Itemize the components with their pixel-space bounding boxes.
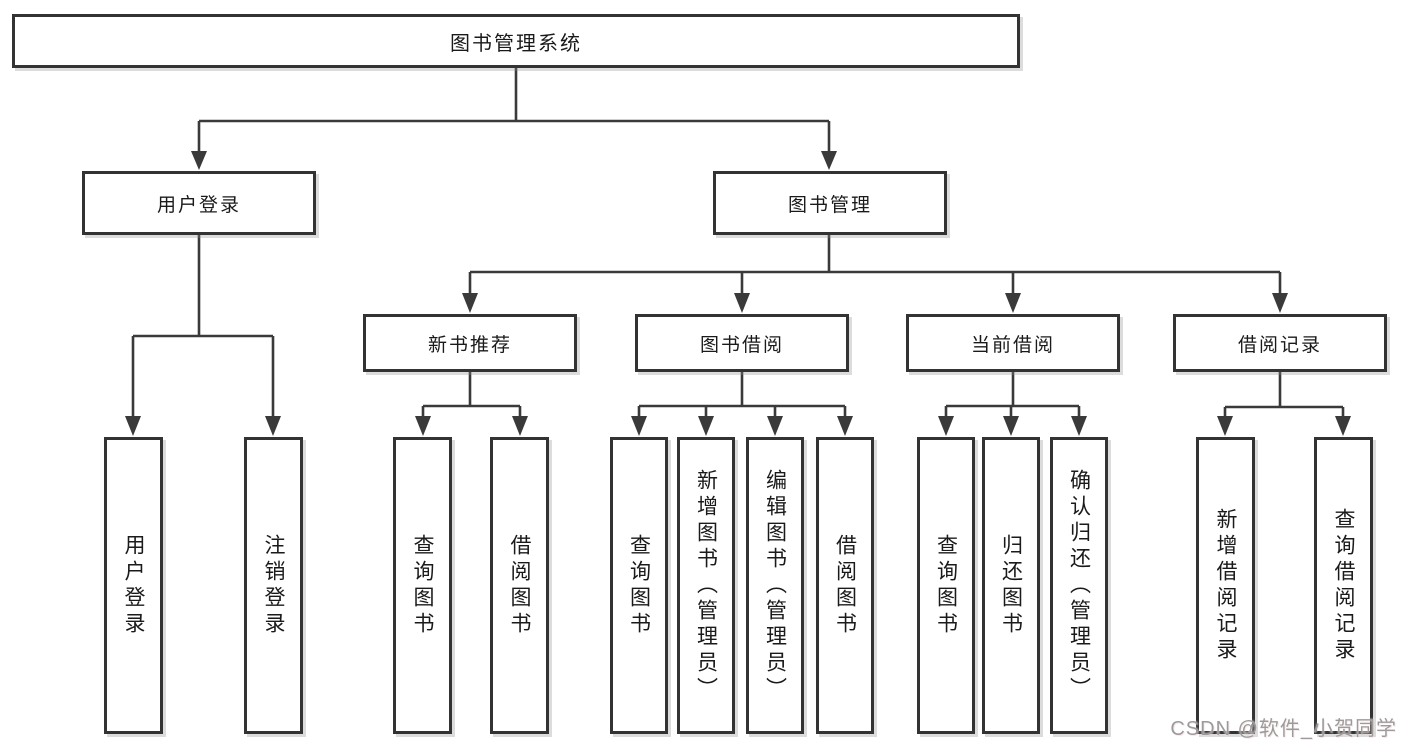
leaf-borrow-books-recommend: 借阅图书 xyxy=(490,437,549,734)
leaf-user-login: 用户登录 xyxy=(104,437,163,734)
connector-root-to-level2 xyxy=(197,68,831,153)
connector-book-borrow-children xyxy=(637,371,847,418)
node-user-login-branch: 用户登录 xyxy=(82,171,316,235)
leaf-logout: 注销登录 xyxy=(244,437,303,734)
csdn-watermark: CSDN @软件_小贺同学 xyxy=(1170,718,1397,740)
arrowheads-leaves xyxy=(125,416,1351,436)
node-borrow-records: 借阅记录 xyxy=(1173,314,1387,372)
leaf-return-book: 归还图书 xyxy=(982,437,1040,734)
node-root-library-system: 图书管理系统 xyxy=(12,14,1020,68)
connector-book-mgmt-to-modules xyxy=(468,234,1282,295)
leaf-edit-book-admin: 编辑图书（管理员） xyxy=(746,437,804,734)
node-new-book-recommend: 新书推荐 xyxy=(363,314,577,372)
connector-new-book-children xyxy=(421,371,522,418)
arrowheads-level2 xyxy=(191,151,837,170)
leaf-add-borrow-record: 新增借阅记录 xyxy=(1196,437,1255,734)
node-book-management-branch: 图书管理 xyxy=(713,171,947,235)
connector-current-borrow-children xyxy=(944,371,1081,418)
node-current-borrow: 当前借阅 xyxy=(906,314,1120,372)
leaf-borrow-books: 借阅图书 xyxy=(816,437,874,734)
leaf-query-books-recommend: 查询图书 xyxy=(393,437,452,734)
leaf-confirm-return-admin: 确认归还（管理员） xyxy=(1050,437,1108,734)
connector-user-login-children xyxy=(131,234,275,418)
leaf-query-books-borrow: 查询图书 xyxy=(610,437,668,734)
leaf-add-book-admin: 新增图书（管理员） xyxy=(677,437,735,734)
leaf-query-borrow-record: 查询借阅记录 xyxy=(1314,437,1373,734)
node-book-borrow: 图书借阅 xyxy=(635,314,849,372)
arrowheads-modules xyxy=(462,293,1288,313)
leaf-query-books-current: 查询图书 xyxy=(917,437,975,734)
connector-borrow-record-children xyxy=(1223,371,1345,418)
